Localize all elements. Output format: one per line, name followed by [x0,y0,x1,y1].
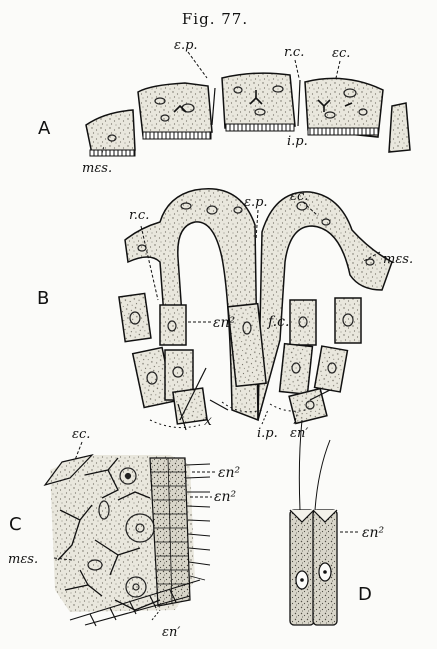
panel-b-drawing [119,189,392,430]
label-en2-c2: εn² [214,489,237,505]
panel-c-drawing [45,442,216,626]
panel-label-b: B [37,288,49,309]
label-ep-a: ε.p. [174,38,198,53]
label-fc-b: f.c. [267,314,289,330]
label-mes-a: mεs. [82,161,112,176]
label-ec-a: εc. [332,46,350,61]
label-mes-c: mεs. [8,552,38,567]
label-en2-b: εn² [213,315,236,331]
label-ep-b: ε.p. [244,195,268,210]
label-en2-d: εn² [362,525,385,541]
label-en1-c: εn′ [162,625,180,640]
label-ec-b: εc. [290,189,308,204]
label-en1-b: εn′ [290,426,308,441]
label-en2-c1: εn² [218,465,241,481]
label-rc-a: r.c. [284,45,304,60]
label-mes-b: mεs. [383,252,413,267]
label-ec-c: εc. [72,427,90,442]
label-ip-a: i.p. [287,134,308,149]
panel-a-drawing [86,52,410,156]
figure-title: Fig. 77. [182,10,248,28]
panel-label-c: C [9,514,22,535]
panel-d-drawing [290,420,360,625]
label-ip-b: i.p. [257,426,278,441]
label-x-b: x [204,413,212,429]
label-rc-b: r.c. [129,208,149,223]
panel-label-a: A [38,118,51,139]
panel-label-d: D [358,584,372,605]
